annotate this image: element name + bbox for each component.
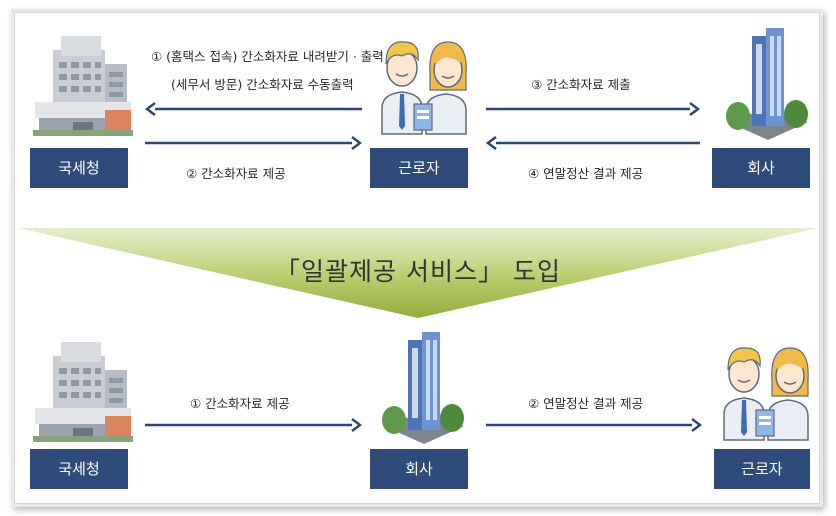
arrow-top-company-to-worker (486, 136, 700, 150)
box-nts-bottom: 국세청 (30, 449, 128, 489)
label-top-1a: ① (홈택스 접속) 간소화자료 내려받기 · 출력 (151, 49, 384, 64)
box-nts-top: 국세청 (30, 148, 128, 188)
arrow-top-worker-to-nts (145, 102, 362, 116)
arrow-top-worker-to-company (486, 102, 700, 116)
label-bottom-1: ① 간소화자료 제공 (190, 396, 290, 411)
box-worker-top: 근로자 (370, 148, 468, 188)
arrow-bottom-company-to-worker (486, 418, 702, 432)
box-company-bottom: 회사 (370, 449, 468, 489)
label-bottom-2: ② 연말정산 결과 제공 (528, 396, 644, 411)
service-banner-arrow (18, 228, 818, 318)
box-company-top: 회사 (712, 148, 810, 188)
workers-icon (381, 41, 467, 135)
label-top-4: ④ 연말정산 결과 제공 (528, 166, 644, 181)
box-worker-bottom: 근로자 (714, 449, 810, 489)
label-top-1b: (세무서 방문) 간소화자료 수동출력 (171, 77, 354, 92)
banner-title: 「일괄제공 서비스」 도입 (275, 257, 561, 286)
tax-office-building-icon (33, 342, 133, 442)
arrow-bottom-nts-to-company (145, 418, 362, 432)
workers-icon (723, 347, 809, 441)
arrow-top-nts-to-worker (145, 136, 362, 150)
company-building-icon (382, 332, 464, 444)
tax-office-building-icon (33, 36, 133, 136)
label-top-2: ② 간소화자료 제공 (186, 166, 286, 181)
label-top-3: ③ 간소화자료 제출 (531, 77, 631, 92)
company-building-icon (726, 28, 808, 140)
